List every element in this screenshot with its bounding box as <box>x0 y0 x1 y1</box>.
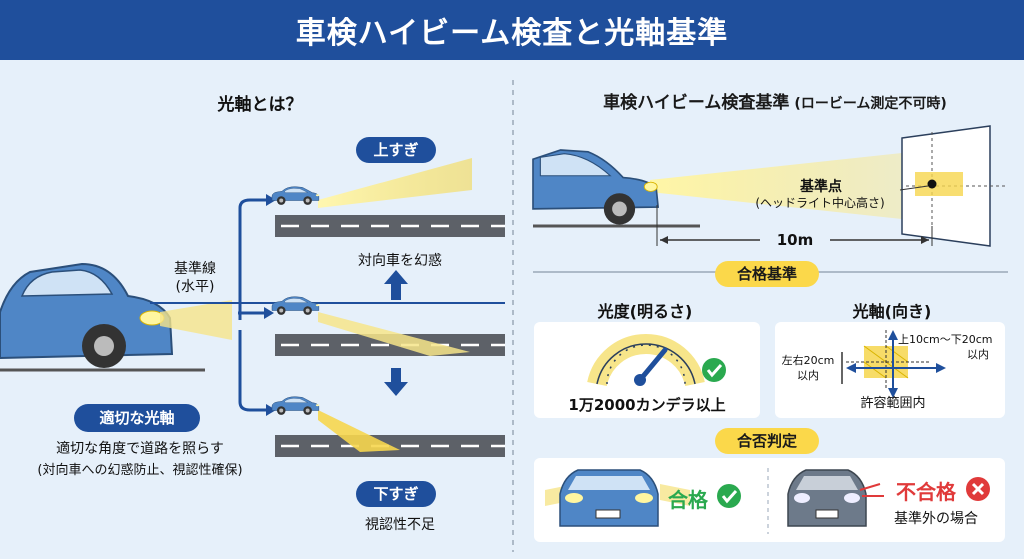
car-middle-case <box>271 296 507 358</box>
brightness-value: 1万2000カンデラ以上 <box>568 396 726 414</box>
axis-horizontal-range: 左右20cm <box>781 354 835 367</box>
proper-axis-badge: 適切な光軸 <box>74 404 200 432</box>
proper-axis-note: (対向車への幻惑防止、視認性確保) <box>37 463 243 478</box>
pass-label: 合格 <box>668 488 708 512</box>
fail-label: 不合格 <box>896 480 956 504</box>
axis-vertical-unit: 以内 <box>967 348 989 361</box>
axis-heading: 光軸(向き) <box>852 302 932 321</box>
proper-axis-desc: 適切な角度で道路を照らす <box>56 441 224 457</box>
axis-vertical-range: 上10cm〜下20cm <box>898 333 993 346</box>
car-up-case <box>271 158 507 239</box>
up-label-badge: 上すぎ <box>356 137 436 163</box>
pass-car <box>545 469 690 527</box>
fail-note: 基準外の場合 <box>894 511 978 527</box>
reference-line-sub: (水平) <box>175 279 215 295</box>
criteria-badge: 合格基準 <box>715 261 819 287</box>
fail-car <box>787 469 884 527</box>
brightness-heading: 光度(明るさ) <box>597 302 693 321</box>
axis-horizontal-unit: 以内 <box>797 369 819 382</box>
down-label-badge: 下すぎ <box>356 481 436 507</box>
reference-point-note: (ヘッドライト中心高さ) <box>755 196 885 210</box>
brightness-gauge <box>587 333 705 387</box>
pass-check-icon <box>717 484 741 508</box>
test-car <box>532 149 660 225</box>
reference-line-label: 基準線 <box>174 261 216 277</box>
page-title: 車検ハイビーム検査と光軸基準 <box>0 0 1024 60</box>
right-heading-note: (ロービーム測定不可時) <box>794 96 947 112</box>
axis-tolerance-diagram <box>841 330 946 398</box>
up-caption: 対向車を幻惑 <box>358 253 442 269</box>
brightness-check-icon <box>702 358 726 382</box>
down-caption: 視認性不足 <box>365 517 435 533</box>
axis-range-label: 許容範囲内 <box>860 396 926 411</box>
car-down-case <box>271 396 507 459</box>
right-heading: 車検ハイビーム検査基準 <box>603 93 790 113</box>
distance-label: 10m <box>776 231 814 249</box>
reference-point-label: 基準点 <box>800 179 842 195</box>
main-car <box>0 262 232 368</box>
left-heading: 光軸とは？ <box>217 95 303 115</box>
right-heading-wrap: 車検ハイビーム検査基準 (ロービーム測定不可時) <box>540 88 1010 113</box>
judgement-badge: 合否判定 <box>715 428 819 454</box>
